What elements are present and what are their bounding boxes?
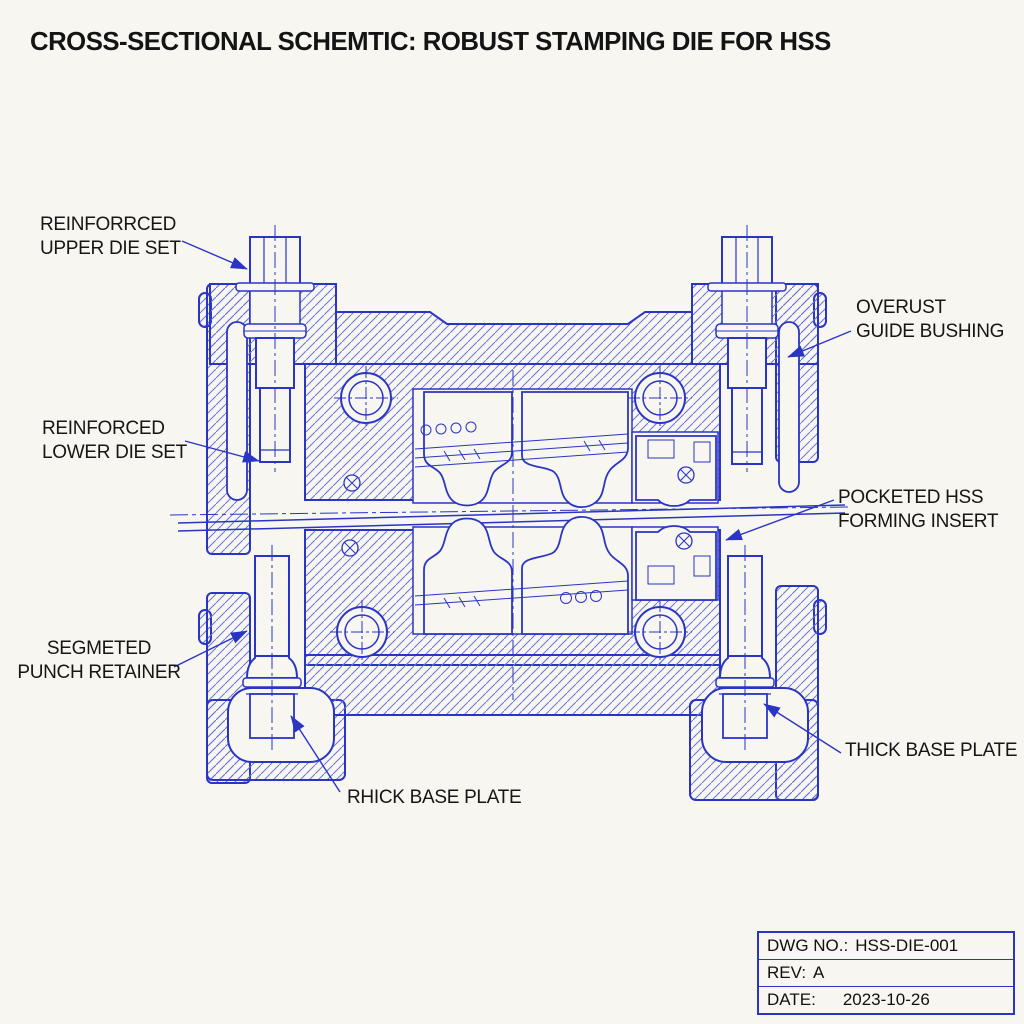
- date-value: 2023-10-26: [842, 990, 930, 1009]
- label-upper-die-set-line2: UPPER DIE SET: [40, 238, 181, 260]
- label-base-plate-bottom-line1: RHICK BASE PLATE: [347, 787, 522, 808]
- label-punch-retainer: SEGMETED PUNCH RETAINER: [14, 637, 184, 686]
- title-block-row-rev: REV: A: [759, 960, 1013, 987]
- label-upper-die-set-line1: REINFORRCED: [40, 214, 177, 235]
- label-lower-die-set-line1: REINFORCED: [42, 418, 165, 439]
- leader-forming-insert: [725, 499, 835, 541]
- leader-base-plate-right: [763, 703, 842, 754]
- dwg-no-value: HSS-DIE-001: [855, 936, 959, 955]
- leader-upper-die-set: [181, 240, 248, 270]
- label-forming-insert-line1: POCKETED HSS: [838, 487, 984, 508]
- lower-holder-bores: [330, 600, 692, 664]
- lower-forming-inserts: [423, 515, 717, 635]
- rev-label: REV:: [767, 963, 807, 982]
- label-upper-die-set: REINFORRCED UPPER DIE SET: [40, 213, 181, 262]
- date-label: DATE:: [767, 990, 816, 1009]
- title-block: DWG NO.: HSS-DIE-001 REV: A DATE: 2023-1…: [757, 931, 1015, 1015]
- leader-base-plate-bottom: [290, 715, 341, 793]
- centerlines: [271, 225, 748, 750]
- leader-lower-die-set: [184, 440, 260, 463]
- lower-insert-details: [341, 532, 711, 609]
- rev-value: A: [813, 963, 825, 982]
- upper-guide-bushings: [226, 321, 800, 501]
- label-forming-insert: POCKETED HSS FORMING INSERT: [838, 486, 998, 535]
- sheet-workpiece: [169, 504, 853, 532]
- label-punch-retainer-line2: PUNCH RETAINER: [17, 662, 181, 684]
- upper-insert-details: [343, 421, 711, 492]
- label-forming-insert-line2: FORMING INSERT: [838, 511, 999, 533]
- label-guide-bushing-line1: OVERUST: [856, 297, 946, 318]
- label-guide-bushing: OVERUST GUIDE BUSHING: [856, 296, 1004, 345]
- label-punch-retainer-line1: SEGMETED: [46, 638, 152, 659]
- leader-guide-bushing: [787, 330, 852, 358]
- title-block-row-date: DATE: 2023-10-26: [759, 987, 1013, 1013]
- title-block-row-dwg: DWG NO.: HSS-DIE-001: [759, 933, 1013, 960]
- leader-lines: [173, 240, 852, 793]
- label-base-plate-bottom: RHICK BASE PLATE: [347, 786, 522, 810]
- label-guide-bushing-line2: GUIDE BUSHING: [856, 321, 1005, 343]
- label-base-plate-right: THICK BASE PLATE: [845, 739, 1018, 763]
- upper-forming-inserts: [423, 391, 717, 509]
- label-lower-die-set: REINFORCED LOWER DIE SET: [42, 417, 187, 466]
- dwg-no-label: DWG NO.:: [767, 936, 849, 955]
- leader-punch-retainer: [173, 630, 248, 668]
- label-base-plate-right-line1: THICK BASE PLATE: [845, 740, 1018, 761]
- label-lower-die-set-line2: LOWER DIE SET: [42, 442, 187, 464]
- page-title: CROSS-SECTIONAL SCHEMTIC: ROBUST STAMPIN…: [30, 26, 831, 56]
- upper-holder-bores: [334, 366, 692, 430]
